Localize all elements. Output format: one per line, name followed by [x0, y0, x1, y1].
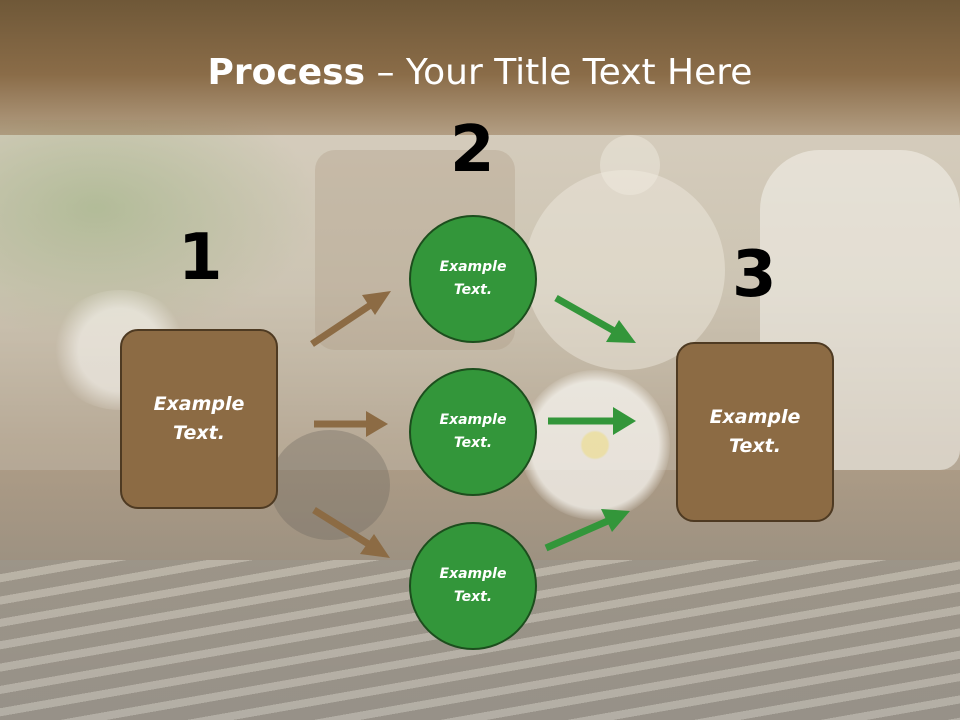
step-number-2: 2 [450, 113, 495, 187]
background-flower [520, 370, 670, 520]
arrow-green-up [544, 509, 630, 552]
step-number-1: 1 [178, 221, 223, 295]
arrow-green-right [548, 407, 636, 435]
title-bold: Process [207, 52, 366, 93]
arrow-green-down [554, 294, 636, 343]
title-bar [0, 0, 960, 135]
background-herbal-ball-top [600, 135, 660, 195]
slide-title: Process – Your Title Text Here [0, 52, 960, 93]
arrow-brown-up [310, 291, 391, 347]
arrow-brown-right [314, 411, 388, 437]
title-rest: – Your Title Text Here [365, 52, 753, 93]
arrow-brown-down [312, 507, 390, 558]
step-number-3: 3 [732, 238, 777, 312]
